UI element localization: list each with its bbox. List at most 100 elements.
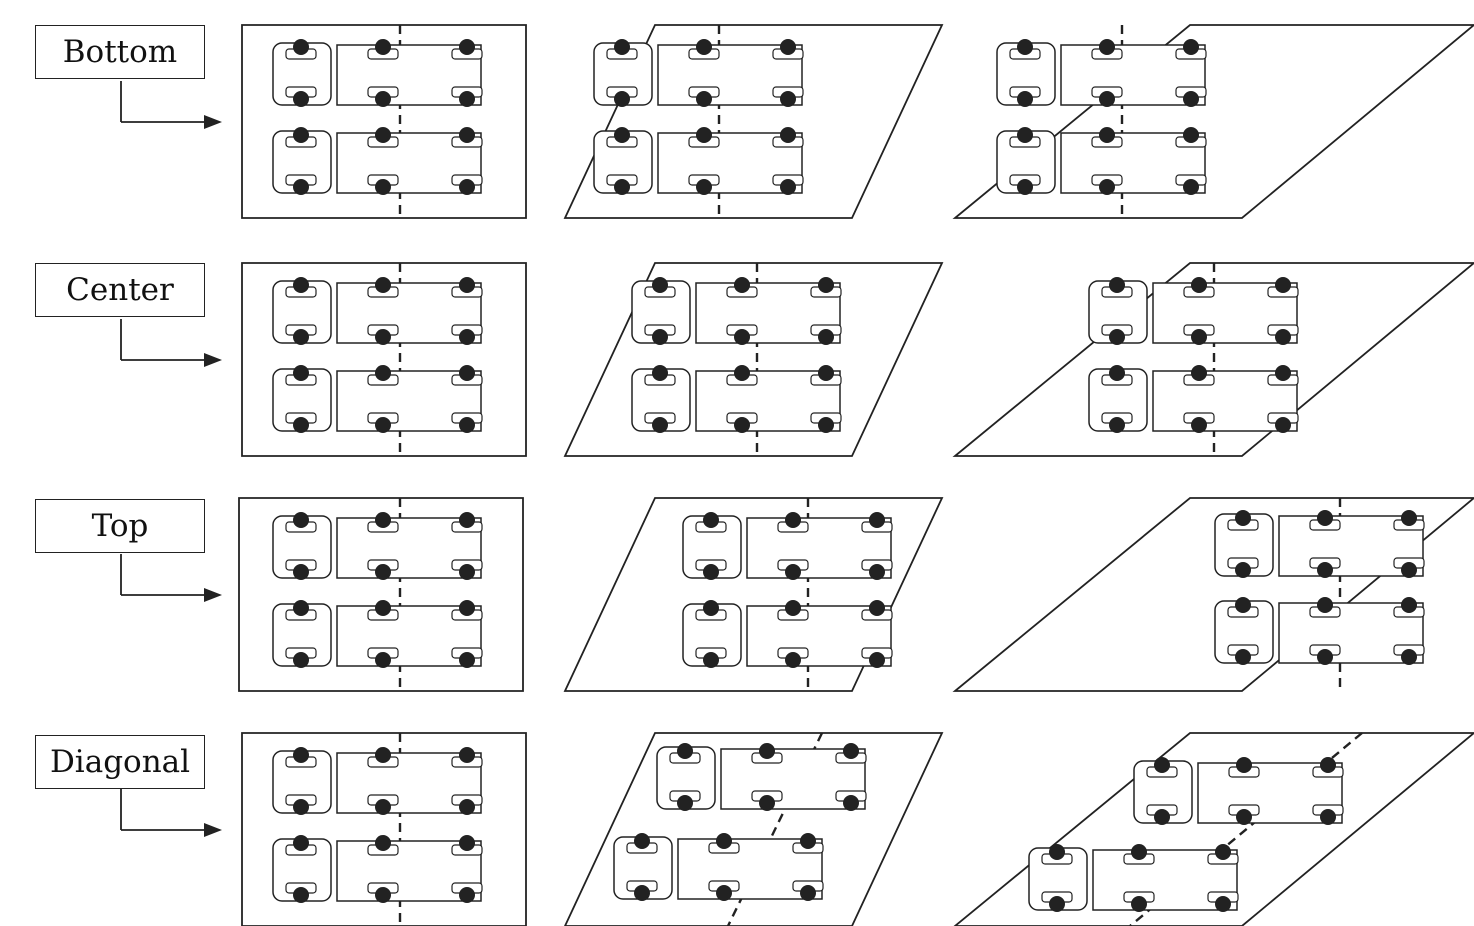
wheel — [293, 747, 309, 763]
wheel — [734, 329, 750, 345]
truck-rect-lower — [272, 600, 483, 668]
wheel — [375, 835, 391, 851]
wheel — [1191, 277, 1207, 293]
wheel — [293, 277, 309, 293]
wheel — [1320, 757, 1336, 773]
wheel — [1317, 562, 1333, 578]
wheel — [843, 743, 859, 759]
wheel — [652, 417, 668, 433]
truck-para-upper — [593, 39, 804, 107]
wheel — [1275, 277, 1291, 293]
wheel — [459, 91, 475, 107]
wheel — [375, 887, 391, 903]
wheel — [1183, 91, 1199, 107]
wheel — [869, 512, 885, 528]
plate-rectangle — [241, 24, 527, 219]
wheel — [703, 652, 719, 668]
wheel — [759, 743, 775, 759]
wheel — [1215, 844, 1231, 860]
arrow-head — [204, 588, 222, 602]
wheel — [375, 39, 391, 55]
wheel — [375, 277, 391, 293]
wheel — [818, 329, 834, 345]
truck-rect-upper — [272, 277, 483, 345]
wheel — [459, 799, 475, 815]
row-label-center: Center — [35, 263, 205, 317]
wheel — [293, 91, 309, 107]
wheel — [1317, 597, 1333, 613]
wheel — [634, 833, 650, 849]
wheel — [696, 39, 712, 55]
wheel — [459, 179, 475, 195]
plate-wide-parallelogram — [952, 262, 1474, 457]
wheel — [459, 835, 475, 851]
wheel — [785, 652, 801, 668]
wheel — [1320, 809, 1336, 825]
truck-rect-upper — [272, 512, 483, 580]
wheel — [1109, 365, 1125, 381]
wheel — [293, 600, 309, 616]
wheel — [1017, 179, 1033, 195]
wheel — [1109, 329, 1125, 345]
wheel — [614, 179, 630, 195]
wheel — [703, 512, 719, 528]
wheel — [459, 887, 475, 903]
truck-wide-upper — [1133, 757, 1344, 825]
wheel — [800, 885, 816, 901]
truck-para-upper — [631, 277, 842, 345]
wheel — [375, 747, 391, 763]
wheel — [1183, 127, 1199, 143]
wheel — [614, 91, 630, 107]
wheel — [459, 39, 475, 55]
wheel — [677, 743, 693, 759]
wheel — [869, 600, 885, 616]
wheel — [734, 365, 750, 381]
wheel — [459, 600, 475, 616]
wheel — [1235, 562, 1251, 578]
wheel — [293, 887, 309, 903]
wheel — [293, 799, 309, 815]
wheel — [1017, 91, 1033, 107]
wheel — [459, 564, 475, 580]
wheel — [652, 277, 668, 293]
plate-rectangle — [238, 497, 524, 692]
wheel — [1275, 329, 1291, 345]
wheel — [734, 417, 750, 433]
row-label-bottom: Bottom — [35, 25, 205, 79]
wheel — [1275, 365, 1291, 381]
wheel — [375, 179, 391, 195]
wheel — [785, 564, 801, 580]
wheel — [293, 329, 309, 345]
truck-wide-lower — [1088, 365, 1299, 433]
wheel — [1049, 896, 1065, 912]
wheel — [1236, 809, 1252, 825]
wheel — [1235, 510, 1251, 526]
wheel — [1215, 896, 1231, 912]
wheel — [375, 799, 391, 815]
plate-rectangle — [241, 732, 527, 926]
wheel — [1017, 127, 1033, 143]
truck-para-lower — [631, 365, 842, 433]
wheel — [652, 329, 668, 345]
wheel — [703, 564, 719, 580]
wheel — [780, 179, 796, 195]
truck-wide-upper — [996, 39, 1207, 107]
wheel — [703, 600, 719, 616]
wheel — [1154, 757, 1170, 773]
truck-rect-lower — [272, 835, 483, 903]
truck-wide-lower — [1214, 597, 1425, 665]
wheel — [1235, 597, 1251, 613]
wheel — [1017, 39, 1033, 55]
wheel — [459, 277, 475, 293]
wheel — [780, 127, 796, 143]
row-label-top: Top — [35, 499, 205, 553]
wheel — [818, 277, 834, 293]
wheel — [375, 600, 391, 616]
wheel — [716, 885, 732, 901]
wheel — [677, 795, 693, 811]
wheel — [1109, 417, 1125, 433]
wheel — [734, 277, 750, 293]
wheel — [293, 179, 309, 195]
wheel — [375, 127, 391, 143]
